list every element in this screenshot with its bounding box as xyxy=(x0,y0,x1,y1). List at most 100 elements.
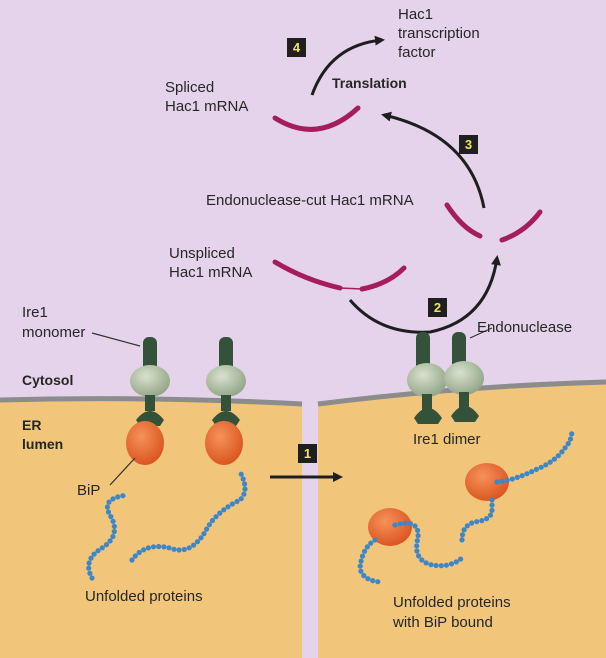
label-ire1-dimer: Ire1 dimer xyxy=(413,431,481,448)
protein-bead xyxy=(533,466,540,472)
protein-bead xyxy=(161,544,167,550)
label-unfolded-proteins: Unfolded proteins xyxy=(85,588,203,605)
protein-bead xyxy=(364,544,370,550)
protein-bead xyxy=(206,522,212,528)
spliced-mrna xyxy=(272,105,361,132)
protein-bead xyxy=(459,537,465,543)
protein-bead xyxy=(132,553,138,559)
protein-bead xyxy=(225,504,231,510)
protein-bead xyxy=(443,562,449,568)
ire1-monomer-2 xyxy=(206,337,246,426)
protein-bead xyxy=(368,540,374,546)
protein-bead xyxy=(103,542,110,548)
svg-text:1: 1 xyxy=(304,446,311,461)
protein-bead xyxy=(412,523,418,529)
cut-mrna-right xyxy=(499,209,543,243)
protein-bead xyxy=(238,471,244,477)
protein-bead xyxy=(150,544,157,550)
protein-bead xyxy=(415,527,421,534)
bip-on-monomer-1 xyxy=(126,421,164,465)
protein-bead xyxy=(551,456,558,462)
protein-bead xyxy=(416,553,422,559)
protein-bead xyxy=(86,565,92,571)
cut-mrna-left xyxy=(444,202,483,239)
protein-bead xyxy=(156,543,162,550)
protein-bead xyxy=(487,512,494,518)
unspliced-mrna-intron xyxy=(339,287,363,290)
bip-bound-1 xyxy=(465,463,509,501)
protein-bead xyxy=(204,526,210,532)
protein-bead xyxy=(181,546,187,553)
protein-bead xyxy=(375,579,381,585)
protein-bead xyxy=(392,522,398,528)
ire1-dimer xyxy=(407,332,484,424)
protein-bead xyxy=(86,560,92,566)
label-unfolded-bound-line2: with BiP bound xyxy=(392,614,493,631)
protein-bead xyxy=(461,527,467,533)
protein-bead xyxy=(91,551,97,557)
label-unfolded-bound-line1: Unfolded proteins xyxy=(393,594,511,611)
protein-bead xyxy=(562,445,568,451)
protein-bead xyxy=(509,476,515,482)
protein-bead xyxy=(111,523,117,530)
protein-bead xyxy=(370,578,376,584)
protein-bead xyxy=(448,561,455,567)
label-translation: Translation xyxy=(332,75,407,91)
protein-bead xyxy=(242,486,248,492)
protein-bead xyxy=(107,538,113,544)
er-lumen-right xyxy=(318,382,606,658)
protein-bead xyxy=(209,517,216,524)
protein-bead xyxy=(474,519,480,525)
protein-bead xyxy=(238,496,244,502)
protein-bead xyxy=(414,548,420,554)
label-spliced-line1: Spliced xyxy=(165,79,214,96)
svg-text:2: 2 xyxy=(434,300,441,315)
protein-bead xyxy=(489,497,495,503)
protein-bead xyxy=(141,547,147,553)
bip-on-monomer-2 xyxy=(205,421,243,465)
protein-bead xyxy=(221,507,227,513)
protein-bead xyxy=(217,510,223,516)
protein-bead xyxy=(115,494,121,500)
protein-bead xyxy=(241,491,247,497)
step-box-1: 1 xyxy=(298,444,317,463)
protein-bead xyxy=(110,518,116,524)
protein-bead xyxy=(484,516,490,522)
protein-bead xyxy=(469,520,475,526)
svg-text:4: 4 xyxy=(293,40,301,55)
protein-bead xyxy=(433,562,439,569)
protein-bead xyxy=(104,504,110,510)
protein-bead xyxy=(414,538,420,544)
protein-bead xyxy=(458,556,464,562)
step-box-4: 4 xyxy=(287,38,306,57)
protein-bead xyxy=(524,471,530,477)
protein-bead xyxy=(559,449,565,455)
protein-bead xyxy=(555,453,561,459)
protein-bead xyxy=(529,469,535,475)
step-box-3: 3 xyxy=(459,135,478,154)
protein-bead xyxy=(569,431,575,437)
protein-bead xyxy=(198,535,204,541)
protein-bead xyxy=(415,533,421,539)
protein-bead xyxy=(240,476,246,482)
step-box-2: 2 xyxy=(428,298,447,317)
protein-bead xyxy=(397,521,403,527)
protein-bead xyxy=(372,537,378,543)
protein-bead xyxy=(242,481,248,487)
protein-bead xyxy=(201,531,207,537)
label-spliced-line2: Hac1 mRNA xyxy=(165,98,248,115)
protein-bead xyxy=(89,575,95,581)
ire1-monomer-1 xyxy=(130,337,170,426)
protein-bead xyxy=(419,557,425,563)
protein-bead xyxy=(479,518,485,524)
protein-bead xyxy=(407,521,413,527)
protein-bead xyxy=(538,464,544,470)
protein-bead xyxy=(543,462,549,468)
label-cytosol: Cytosol xyxy=(22,372,73,388)
protein-bead xyxy=(99,545,105,551)
protein-bead xyxy=(110,533,116,540)
protein-bead xyxy=(229,501,235,507)
protein-bead xyxy=(567,436,574,442)
unspliced-mrna-left xyxy=(272,259,343,291)
